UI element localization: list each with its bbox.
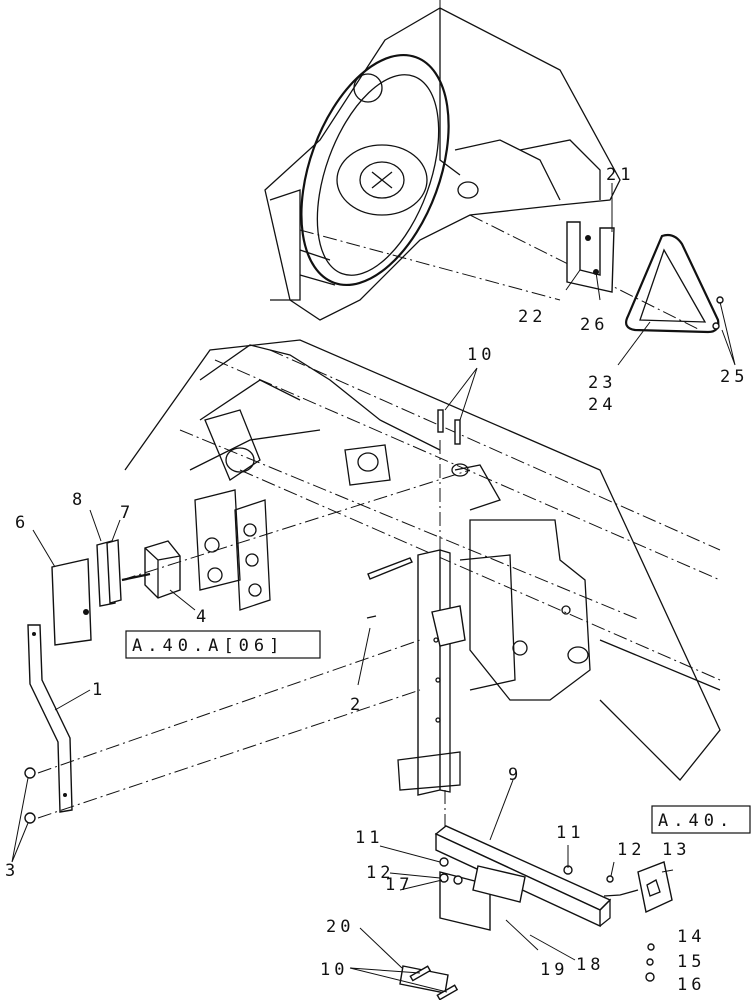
hitch-frame-assembly — [124, 339, 721, 781]
guide-lines — [37, 469, 471, 819]
callout-10-top: 10 — [467, 345, 495, 365]
callout-14: 14 — [677, 927, 705, 947]
fasteners-lower — [409, 296, 724, 1000]
callout-10-bottom: 10 — [320, 960, 348, 980]
callout-11-left: 11 — [355, 828, 383, 848]
decal-plate — [51, 558, 92, 646]
callout-17: 17 — [385, 875, 413, 895]
callout-13: 13 — [662, 840, 690, 860]
l-pin — [366, 557, 413, 619]
bolts-top — [437, 409, 461, 445]
callout-20: 20 — [326, 917, 354, 937]
callout-24: 24 — [588, 395, 616, 415]
callout-12-left: 12 — [366, 863, 394, 883]
callout-9: 9 — [508, 765, 522, 785]
callout-16: 16 — [677, 975, 705, 995]
callout-18: 18 — [576, 955, 604, 975]
callout-3: 3 — [5, 861, 19, 881]
spacer-plates — [96, 539, 122, 607]
mounting-post — [397, 440, 466, 830]
reference-a40-text: A.40. — [658, 811, 734, 831]
callout-7: 7 — [120, 503, 134, 523]
callout-12-right: 12 — [617, 840, 645, 860]
smv-emblem — [625, 233, 720, 334]
callout-23: 23 — [588, 373, 616, 393]
callout-4: 4 — [196, 607, 210, 627]
reference-box-a40a06[interactable]: A.40.A[06] — [125, 630, 321, 659]
rubber-block — [121, 540, 181, 599]
leader-lines — [11, 183, 736, 993]
callout-25: 25 — [720, 367, 748, 387]
callout-21: 21 — [606, 165, 634, 185]
reference-box-a40[interactable]: A.40. — [651, 805, 751, 834]
support-arm — [27, 624, 73, 813]
callout-8: 8 — [72, 490, 86, 510]
callout-2: 2 — [350, 695, 364, 715]
callout-11-right: 11 — [556, 823, 584, 843]
lamp-13 — [603, 861, 673, 914]
reference-a40a06-text: A.40.A[06] — [132, 636, 284, 656]
callout-labels: 21 22 26 23 24 25 10 8 7 6 4 1 2 3 9 11 … — [5, 165, 748, 995]
callout-19: 19 — [540, 960, 568, 980]
callout-1: 1 — [92, 680, 106, 700]
nuts-3 — [24, 767, 36, 824]
callout-15: 15 — [677, 952, 705, 972]
plates-17-18 — [439, 865, 526, 931]
callout-26: 26 — [580, 315, 608, 335]
smv-bracket — [566, 221, 615, 293]
callout-6: 6 — [15, 513, 29, 533]
callout-22: 22 — [518, 307, 546, 327]
flywheel-housing-assembly — [264, 0, 701, 331]
